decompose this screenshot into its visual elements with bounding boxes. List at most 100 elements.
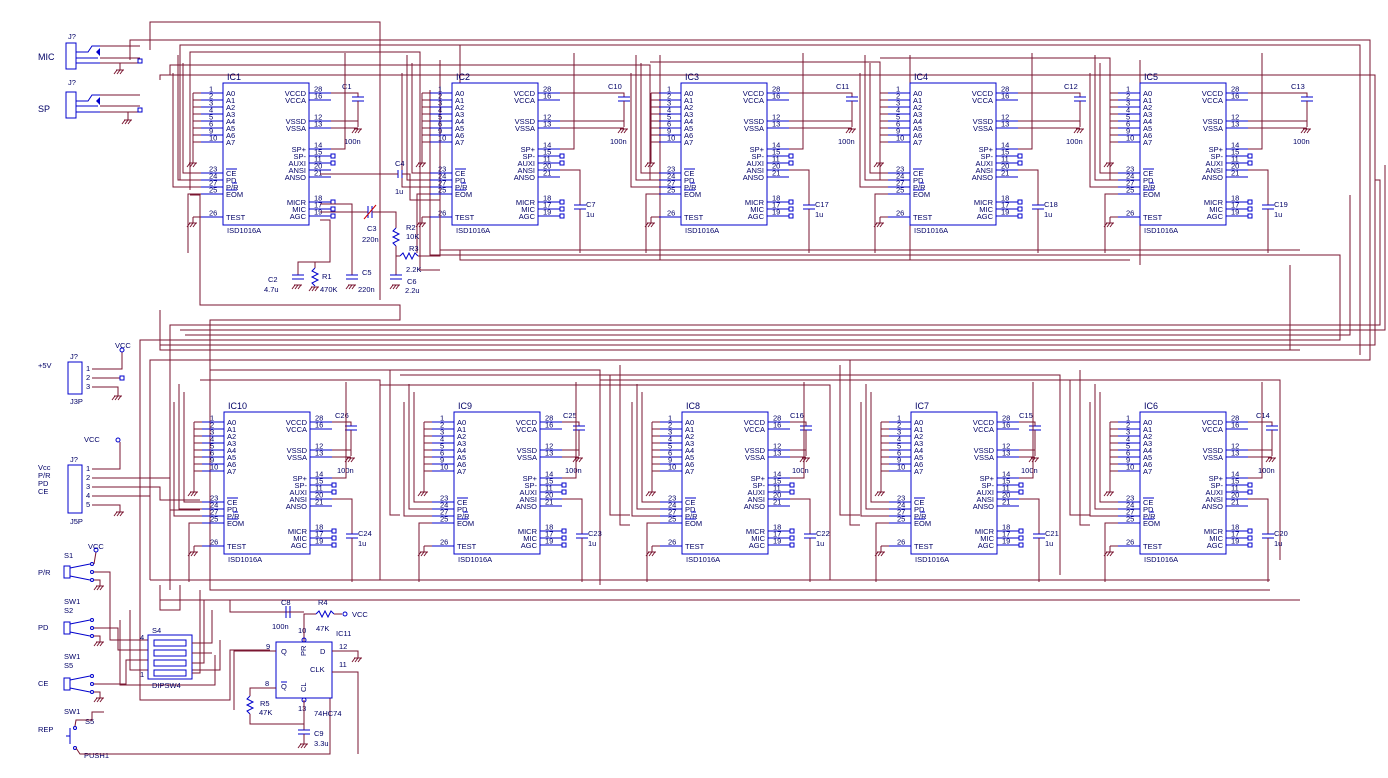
pin-number: 9 bbox=[438, 127, 442, 136]
c2-value: 4.7u bbox=[264, 285, 279, 294]
control-pin4: 4 bbox=[86, 491, 90, 500]
pin-number: 2 bbox=[210, 421, 214, 430]
pin-number: 3 bbox=[668, 428, 672, 437]
pin-number: 17 bbox=[1002, 530, 1010, 539]
pin-number: 20 bbox=[545, 491, 553, 500]
r1-value: 470K bbox=[320, 285, 338, 294]
ff-d-label: D bbox=[320, 647, 326, 656]
pin-number: 2 bbox=[1126, 92, 1130, 101]
pin-label: A3 bbox=[685, 439, 694, 448]
pin-number: 15 bbox=[1001, 148, 1009, 157]
pin-label: VCCA bbox=[286, 425, 307, 434]
pin-label: ANSI bbox=[1205, 495, 1223, 504]
pin-label: VSSA bbox=[1203, 453, 1223, 462]
pin-number: 21 bbox=[1231, 498, 1239, 507]
pin-label: TEST bbox=[227, 542, 247, 551]
pin-label: VCCA bbox=[514, 96, 535, 105]
pin-number: 23 bbox=[440, 494, 448, 503]
s4-pin-bottom: 1 bbox=[140, 670, 144, 679]
pin-number: 11 bbox=[773, 484, 781, 493]
ansi-cap-value: 1u bbox=[588, 539, 596, 548]
pin-number: 14 bbox=[772, 141, 780, 150]
control-label-pr: P/R bbox=[38, 471, 51, 480]
pin-label: ANSI bbox=[976, 495, 994, 504]
pin-label: VCCA bbox=[1202, 425, 1223, 434]
pin-label: SP+ bbox=[750, 145, 765, 154]
pin-number: 16 bbox=[1231, 92, 1239, 101]
decoupling-value: 100n bbox=[838, 137, 855, 146]
pin-number: 15 bbox=[773, 477, 781, 486]
pin-number: 1 bbox=[896, 85, 900, 94]
pin-number: 11 bbox=[315, 484, 323, 493]
pin-number: 18 bbox=[1001, 194, 1009, 203]
pin-number: 13 bbox=[314, 120, 322, 129]
pin-label: A3 bbox=[684, 110, 693, 119]
pin-label: VSSD bbox=[974, 446, 995, 455]
c3-value: 220n bbox=[362, 235, 379, 244]
pin-label: P/R bbox=[684, 183, 697, 192]
pin-number: 16 bbox=[545, 421, 553, 430]
pin-label: VCCA bbox=[743, 96, 764, 105]
pin-number: 28 bbox=[545, 414, 553, 423]
pin-number: 14 bbox=[315, 470, 323, 479]
pin-label: SP- bbox=[981, 481, 994, 490]
pin-label: A5 bbox=[914, 453, 923, 462]
c3-ref: C3 bbox=[367, 224, 377, 233]
pin-number: 14 bbox=[545, 470, 553, 479]
ansi-cap-ref: C24 bbox=[358, 529, 372, 538]
pin-number: 26 bbox=[667, 209, 675, 218]
pin-label: SP+ bbox=[751, 474, 766, 483]
pin-number: 12 bbox=[315, 442, 323, 451]
s5a-label: CE bbox=[38, 679, 48, 688]
pin-number: 5 bbox=[896, 113, 900, 122]
pin-label: CE bbox=[457, 498, 467, 507]
ansi-cap-value: 1u bbox=[358, 539, 366, 548]
pin-label: A7 bbox=[227, 467, 236, 476]
pin-number: 5 bbox=[1126, 442, 1130, 451]
pin-number: 6 bbox=[209, 120, 213, 129]
pin-label: PD bbox=[226, 176, 237, 185]
pin-label: PD bbox=[1143, 505, 1154, 514]
pin-label: MIC bbox=[521, 205, 535, 214]
ansi-cap-value: 1u bbox=[1044, 210, 1052, 219]
pin-label: MICR bbox=[974, 198, 994, 207]
pin-label: SP- bbox=[980, 152, 993, 161]
pin-number: 24 bbox=[438, 172, 446, 181]
pin-number: 20 bbox=[315, 491, 323, 500]
pin-label: A7 bbox=[455, 138, 464, 147]
pin-number: 16 bbox=[1002, 421, 1010, 430]
pin-number: 9 bbox=[209, 127, 213, 136]
pin-label: AUXI bbox=[1205, 159, 1223, 168]
pin-number: 12 bbox=[1002, 442, 1010, 451]
pin-label: AGC bbox=[290, 212, 307, 221]
pin-label: EOM bbox=[1143, 190, 1160, 199]
ansi-cap-value: 1u bbox=[815, 210, 823, 219]
pin-label: ANSO bbox=[1202, 173, 1223, 182]
ansi-cap-ref: C21 bbox=[1045, 529, 1059, 538]
pin-number: 1 bbox=[897, 414, 901, 423]
pin-number: 3 bbox=[440, 428, 444, 437]
ansi-cap-value: 1u bbox=[816, 539, 824, 548]
pin-number: 19 bbox=[772, 208, 780, 217]
pin-label: A2 bbox=[914, 432, 923, 441]
s1-part: SW1 bbox=[64, 597, 80, 606]
pin-label: A3 bbox=[455, 110, 464, 119]
pin-number: 6 bbox=[896, 120, 900, 129]
c4-ref: C4 bbox=[395, 159, 405, 168]
power-pin3: 3 bbox=[86, 382, 90, 391]
pin-label: VSSD bbox=[287, 446, 308, 455]
pin-number: 28 bbox=[1231, 414, 1239, 423]
pin-number: 16 bbox=[1231, 421, 1239, 430]
pin-number: 4 bbox=[440, 435, 444, 444]
pin-label: MICR bbox=[746, 527, 766, 536]
pin-number: 24 bbox=[1126, 501, 1134, 510]
ff-pin8: 8 bbox=[265, 679, 269, 688]
pin-number: 20 bbox=[773, 491, 781, 500]
pin-number: 25 bbox=[209, 186, 217, 195]
pin-label: PD bbox=[455, 176, 466, 185]
pin-number: 18 bbox=[773, 523, 781, 532]
pin-number: 10 bbox=[668, 463, 676, 472]
pin-number: 16 bbox=[314, 92, 322, 101]
